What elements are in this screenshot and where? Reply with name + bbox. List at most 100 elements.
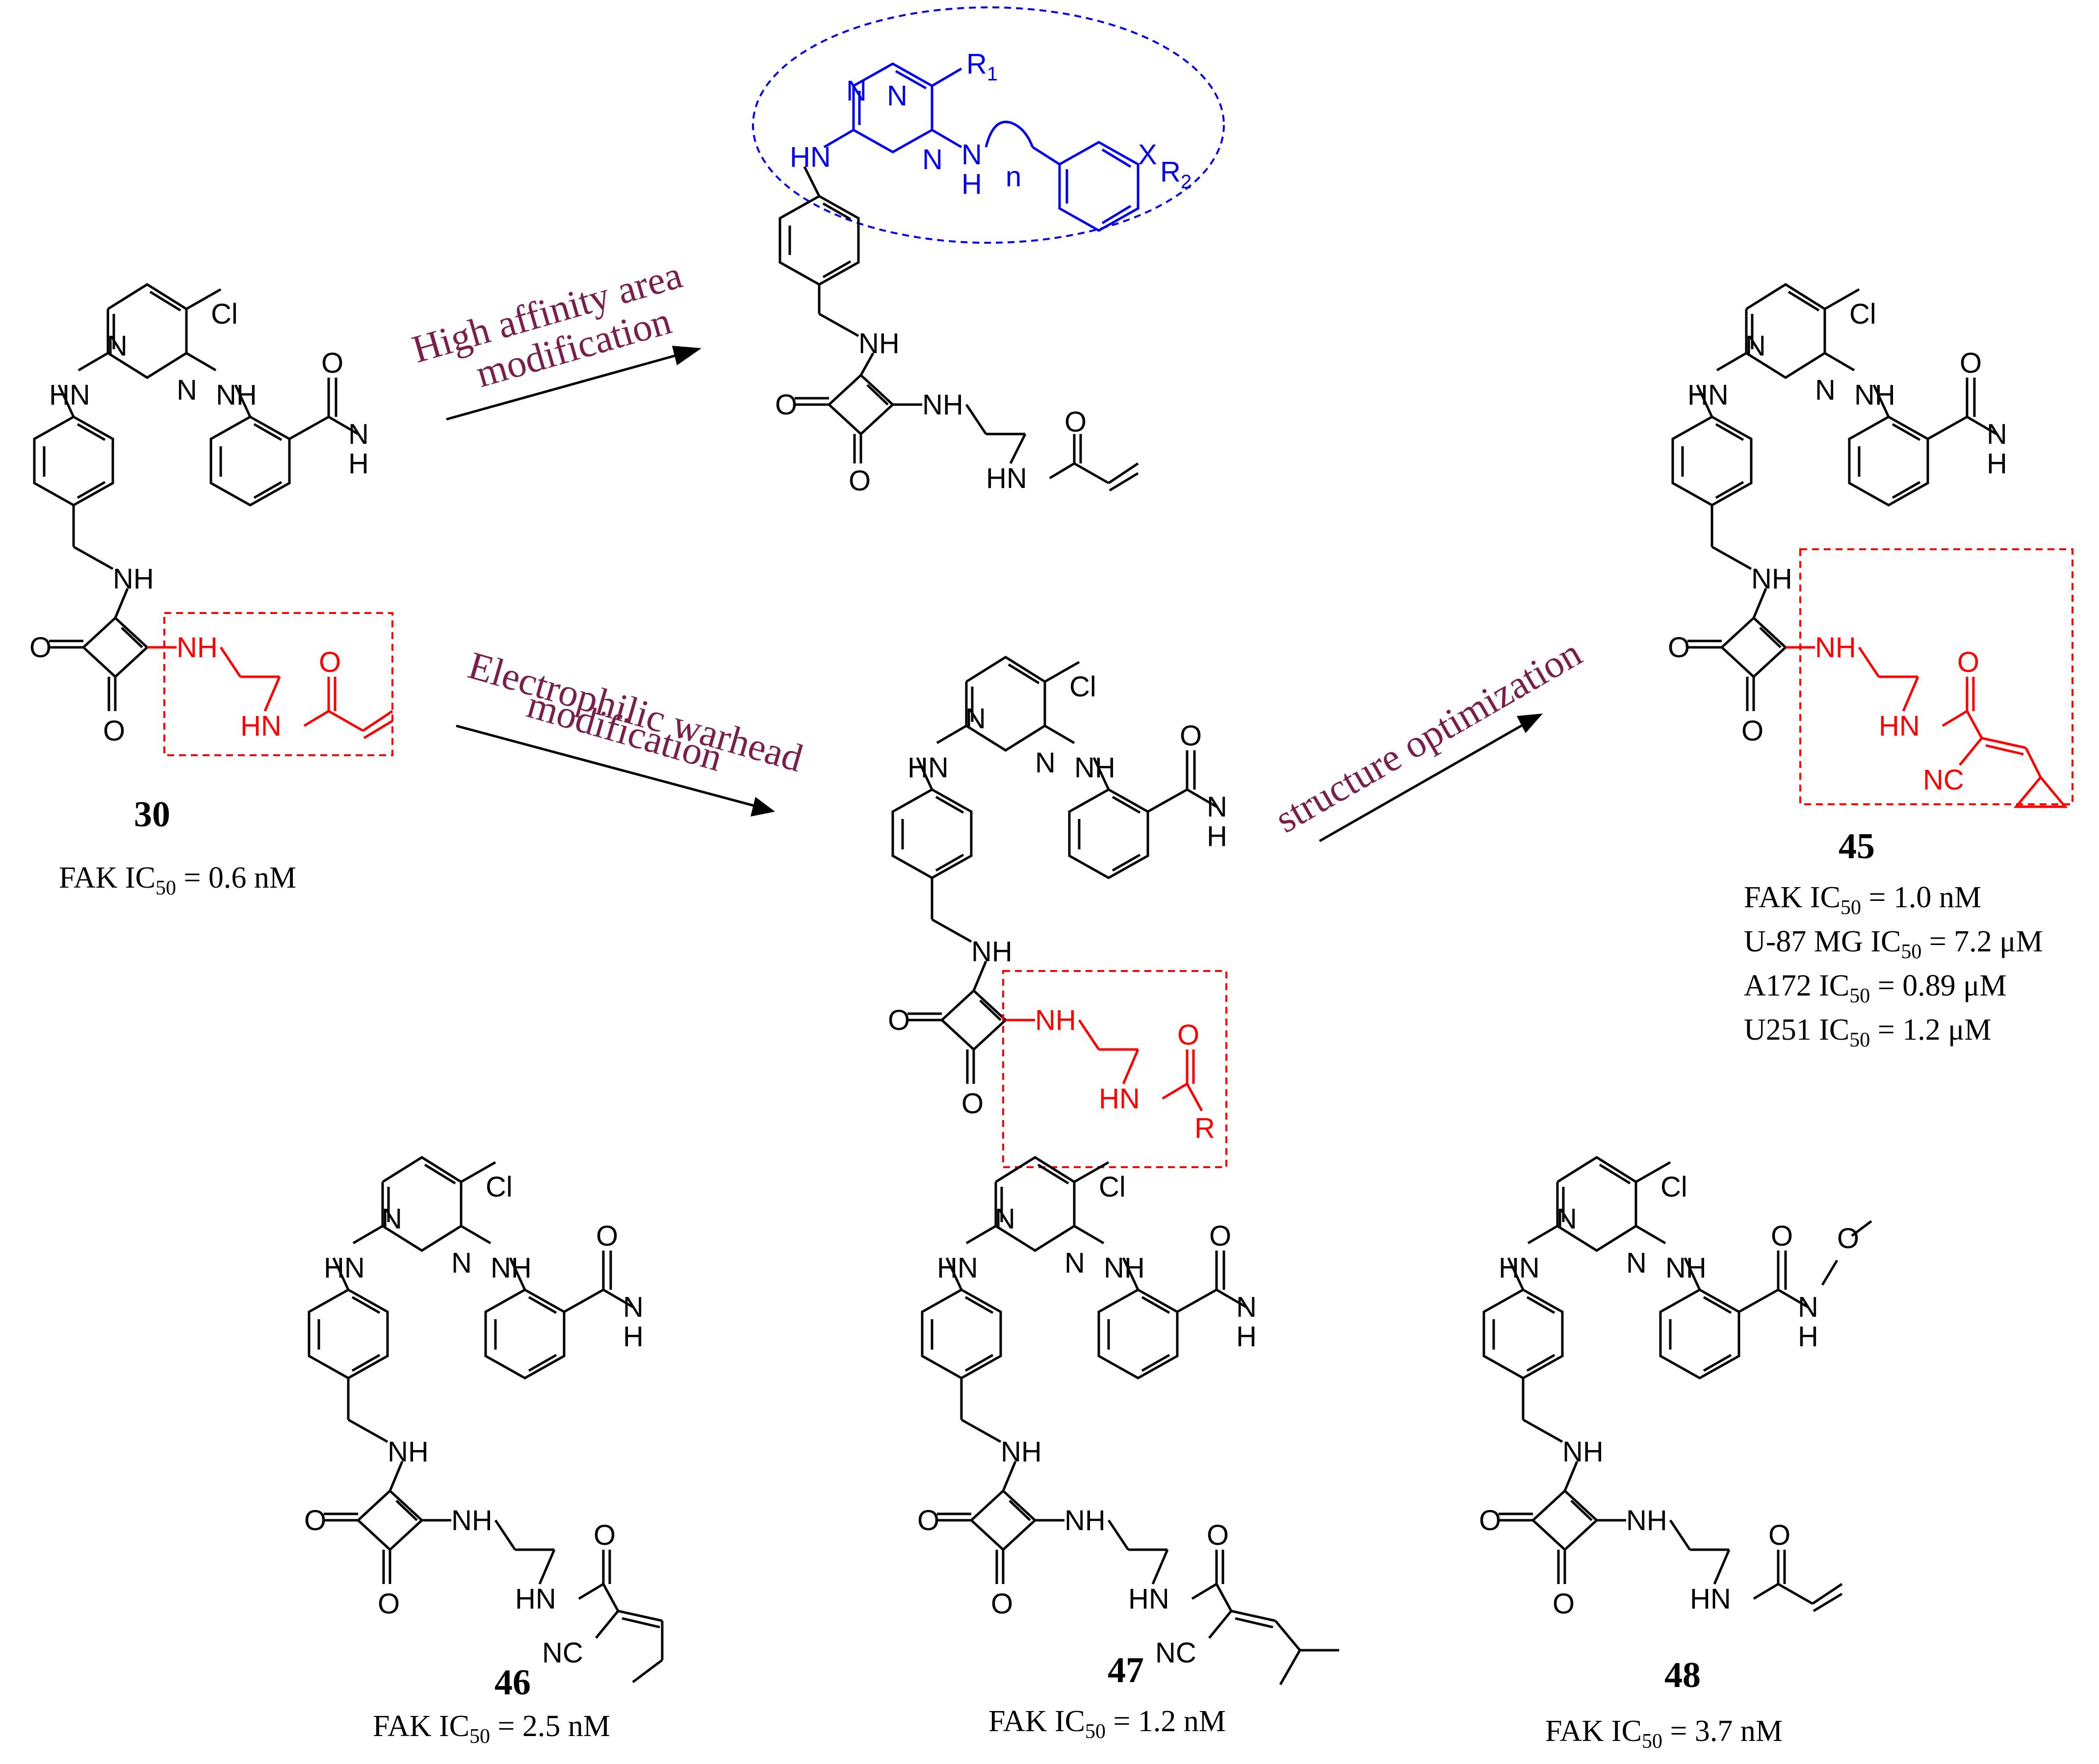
atom-N: N [1815,374,1836,406]
atom-Cl: Cl [1069,671,1096,703]
atom-N: N [887,80,907,112]
arrow-high-affinity: High affinity area modification [408,253,701,421]
atom-O: O [917,1505,939,1536]
atom-N: N [348,418,369,450]
atom-N: N [961,139,982,171]
atom-O: O [319,646,341,678]
atom-HN: HN [986,462,1027,494]
atom-NH: NH [451,1505,492,1536]
atom-n: n [1006,161,1021,193]
atom-N: N [1035,747,1056,779]
atom-O: O [1064,406,1087,438]
atom-Cl: Cl [1099,1171,1126,1203]
atom-Cl: Cl [1660,1171,1687,1203]
atom-O: O [1180,720,1202,752]
compound-45: N N Cl HN NH O N H NH O O NH HN O NC [1668,284,2073,808]
atom-NH: NH [177,632,218,664]
atom-H: H [1236,1321,1257,1353]
atom-H: H [1987,448,2007,480]
atom-NH: NH [1074,752,1115,784]
atom-Cl: Cl [486,1171,513,1203]
atom-O: O [594,1519,616,1551]
atom-O: O [1553,1588,1575,1620]
compound-id-47: 47 [1108,1650,1144,1690]
atom-O: O [1741,715,1763,747]
atom-O: O [961,1088,984,1120]
warhead-box [1002,970,1227,1168]
atom-NH: NH [1562,1436,1604,1468]
atom-HN: HN [49,379,90,411]
atom-HN: HN [1690,1583,1731,1615]
atom-HN: HN [937,1252,978,1284]
atom-N: N [1626,1247,1647,1279]
activity-47-0: FAK IC50 = 1.2 nM [988,1705,1226,1743]
atom-NC: NC [542,1637,583,1669]
atom-NH: NH [388,1436,429,1468]
atom-H: H [961,168,982,200]
arrow-electrophilic: Electrophilic warhead modification [456,644,807,817]
atom-HN: HN [1499,1252,1540,1284]
atom-H: H [623,1321,644,1353]
high-affinity-ellipse [752,6,1225,244]
atom-NH: NH [1626,1505,1667,1536]
compound-id-30: 30 [134,794,170,835]
atom-O: O [596,1220,618,1252]
atom-R1: R1 [966,48,998,85]
atom-NH: NH [1001,1436,1042,1468]
atom-N: N [1207,791,1227,823]
activity-45-1: U-87 MG IC50 = 7.2 μM [1744,925,2043,963]
atom-HN: HN [790,141,831,173]
atom-NH: NH [1815,632,1856,664]
atom-NH: NH [1854,379,1895,411]
atom-O: O [991,1588,1013,1620]
atom-N: N [995,1203,1015,1235]
atom-O: O [1837,1223,1859,1254]
atom-NH: NH [858,328,900,359]
atom-HN: HN [907,752,949,784]
atom-HN: HN [1879,710,1920,742]
atom-X: X [1138,139,1157,171]
activity-45-3: U251 IC50 = 1.2 μM [1744,1013,1992,1051]
atom-NH: NH [491,1252,532,1284]
atom-H: H [348,448,369,480]
atom-NH: NH [1104,1252,1145,1284]
atom-O: O [775,389,797,421]
atom-H: H [1207,820,1227,852]
atom-O: O [1960,347,1982,379]
atom-O: O [1957,646,1979,678]
atom-N: N [623,1291,644,1323]
compound-id-48: 48 [1664,1655,1701,1695]
atom-NH: NH [971,936,1012,968]
atom-O: O [888,1004,910,1036]
atom-O: O [1177,1019,1199,1051]
atom-O: O [321,347,343,379]
atom-N: N [1745,330,1766,362]
atom-Cl: Cl [1849,298,1876,330]
compound-47: N N Cl HN NH O N H NH O O NH HN O NC [917,1157,1339,1686]
atom-N: N [1987,418,2007,450]
atom-N: N [107,330,128,362]
atom-HN: HN [324,1252,365,1284]
atom-HN: HN [515,1583,556,1615]
atom-N: N [177,374,197,406]
atom-HN: HN [240,710,282,742]
arrow-label: structure optimization [1268,631,1589,841]
atom-N: N [1556,1203,1577,1235]
atom-Cl: Cl [211,298,238,330]
atom-O: O [1209,1220,1231,1252]
activity-45-2: A172 IC50 = 0.89 μM [1744,969,2007,1007]
atom-O: O [1768,1519,1790,1551]
atom-N: N [1236,1291,1257,1323]
atom-H: H [1798,1321,1818,1353]
atom-NC: NC [1923,764,1964,796]
activity-46-0: FAK IC50 = 2.5 nM [373,1710,610,1748]
compound-48: N N Cl HN NH O N H O NH O O NH HN O [1479,1156,1872,1620]
atom-O: O [1771,1220,1793,1252]
atom-NH: NH [113,563,154,595]
atom-N: N [1798,1291,1818,1323]
atom-N: N [451,1247,472,1279]
atom-NH: NH [216,379,257,411]
arrow-structure-opt: structure optimization [1268,631,1589,843]
atom-O: O [103,715,125,747]
